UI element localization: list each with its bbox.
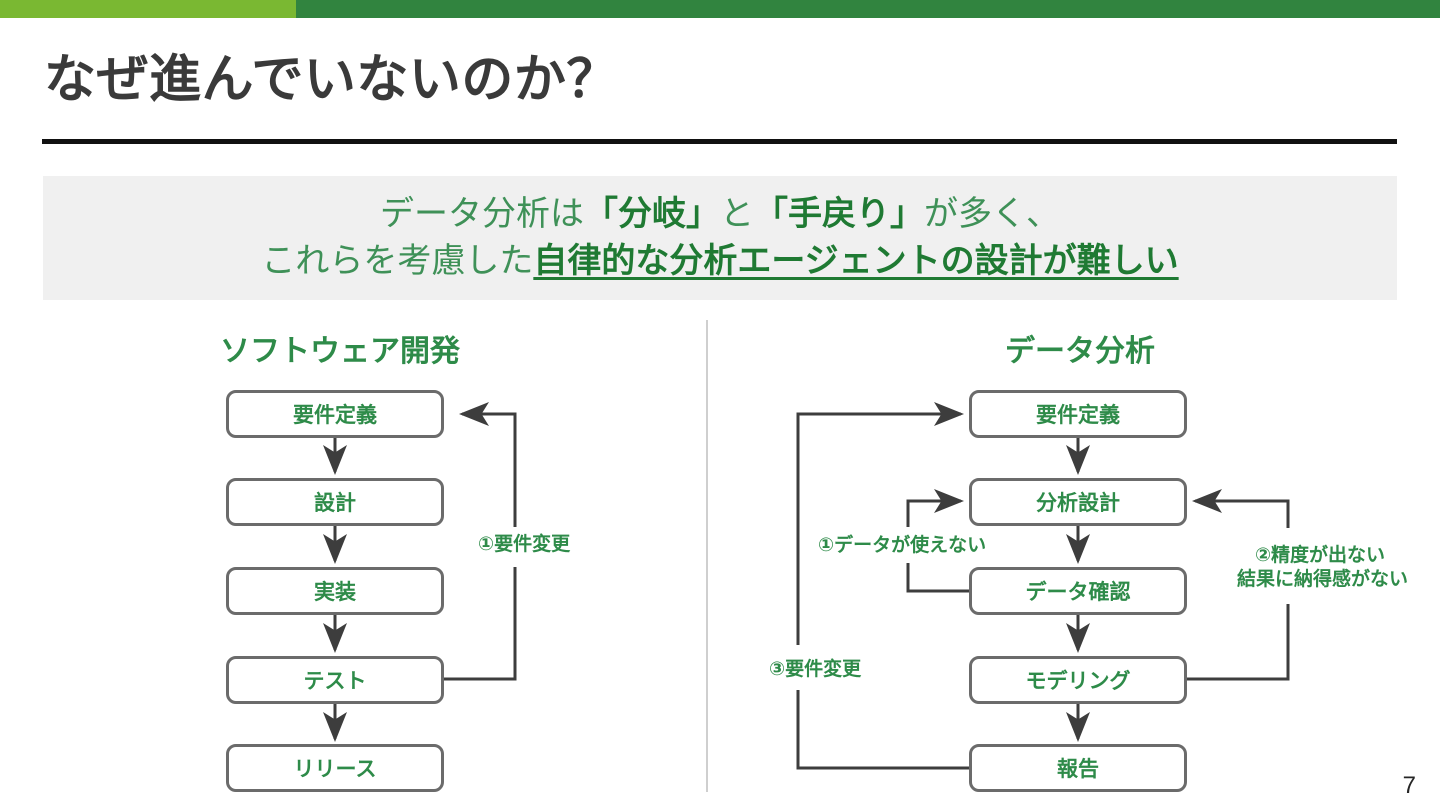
right-annotation-2-line-2: 結果に納得感がない: [1237, 568, 1409, 590]
left-flow-step-3[interactable]: 実装: [226, 567, 444, 615]
left-flow-step-4[interactable]: テスト: [226, 656, 444, 704]
right-flow-step-1[interactable]: 要件定義: [969, 390, 1187, 438]
right-flow-step-3[interactable]: データ確認: [969, 567, 1187, 615]
key-message-l1-part-a: データ分析は: [380, 195, 584, 234]
key-message-l2-part-a: これらを考慮した: [261, 242, 534, 280]
key-message-line-2: これらを考慮した自律的な分析エージェントの設計が難しい: [261, 238, 1178, 285]
page-number: 7: [1402, 772, 1416, 799]
column-divider: [706, 320, 708, 792]
key-message-l2-part-b: 自律的な分析エージェントの設計が難しい: [533, 242, 1179, 280]
key-message-l1-part-c: と: [720, 195, 754, 234]
right-annotation-1: ①データが使えない: [818, 535, 987, 556]
right-flow-step-5[interactable]: 報告: [969, 744, 1187, 792]
key-message-line-1: データ分析は「分岐」と「手戻り」が多く、: [380, 191, 1060, 238]
right-column-title: データ分析: [1005, 335, 1155, 368]
key-message-l1-part-e: が多く、: [924, 195, 1060, 234]
left-annotation-1: ①要件変更: [478, 534, 571, 555]
key-message-l1-part-b: 「分岐」: [584, 195, 720, 234]
key-message-banner: データ分析は「分岐」と「手戻り」が多く、 これらを考慮した自律的な分析エージェン…: [43, 176, 1397, 300]
left-flow-step-5[interactable]: リリース: [226, 744, 444, 792]
left-flow-step-1[interactable]: 要件定義: [226, 390, 444, 438]
right-annotation-3: ③要件変更: [769, 659, 862, 680]
right-flow-step-2[interactable]: 分析設計: [969, 478, 1187, 526]
top-accent-bar-light: [0, 0, 296, 18]
key-message-l1-part-d: 「手戻り」: [754, 195, 924, 234]
left-column-title: ソフトウェア開発: [220, 335, 460, 368]
top-accent-bar-dark: [296, 0, 1440, 18]
right-flow-step-4[interactable]: モデリング: [969, 656, 1187, 704]
right-annotation-2: ②精度が出ない 結果に納得感がない: [1237, 544, 1409, 592]
title-underline-rule: [42, 139, 1397, 144]
left-flow-step-2[interactable]: 設計: [226, 478, 444, 526]
page-title: なぜ進んでいないのか？: [44, 51, 619, 109]
right-annotation-2-line-1: ②精度が出ない: [1254, 545, 1386, 566]
